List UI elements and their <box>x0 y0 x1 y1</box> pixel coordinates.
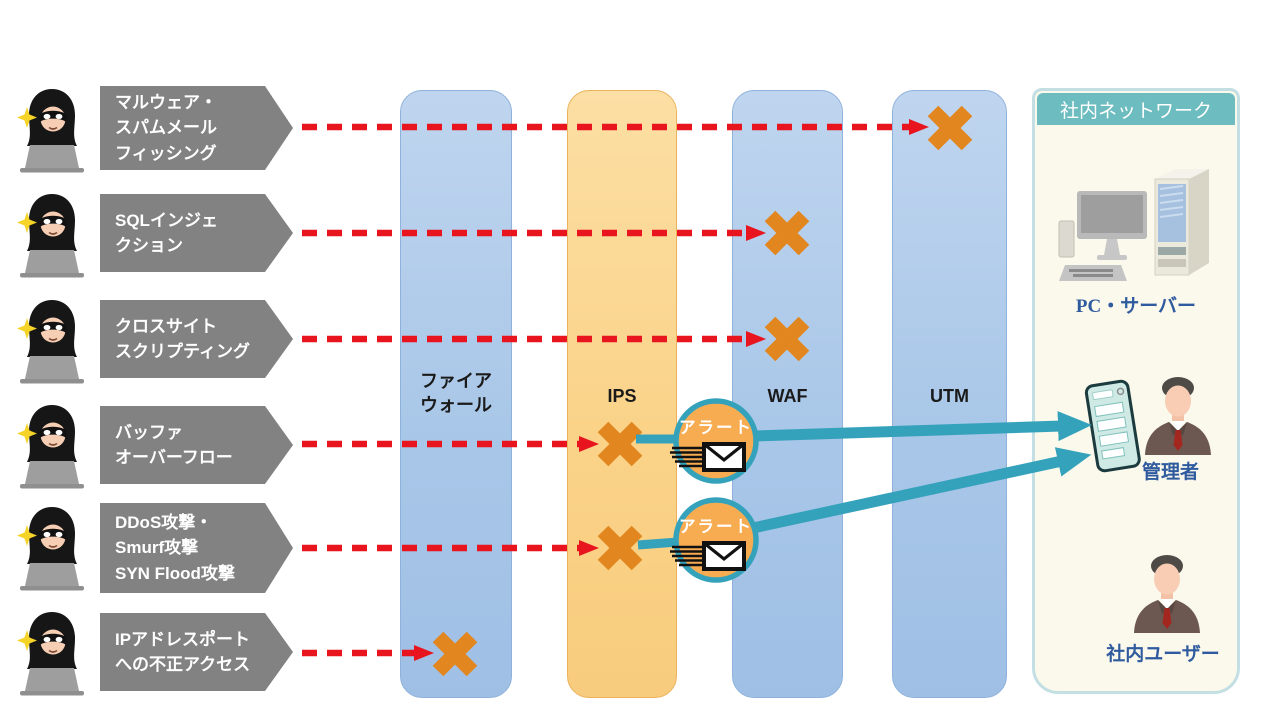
attack-label: DDoS攻撃・ Smurf攻撃 SYN Flood攻撃 <box>115 512 235 583</box>
firewall-column <box>400 90 512 698</box>
hacker-icon <box>16 611 88 697</box>
hacker-icon <box>16 88 88 174</box>
user-person-icon <box>1122 553 1212 633</box>
attack-label: SQLインジェ クション <box>115 210 218 256</box>
admin-label: 管理者 <box>1141 462 1199 483</box>
attack-chevron-ddos: DDoS攻撃・ Smurf攻撃 SYN Flood攻撃 <box>100 503 293 593</box>
pc-server-icon <box>1057 163 1217 293</box>
user-label: 社内ユーザー <box>1106 644 1220 665</box>
hacker-icon <box>16 299 88 385</box>
attack-chevron-ip-unauthorized: IPアドレスポート への不正アクセス <box>100 613 293 691</box>
hacker-icon <box>16 506 88 592</box>
hacker-icon <box>16 404 88 490</box>
firewall-label: ファイア ウォール <box>420 371 492 416</box>
attack-chevron-buffer-overflow: バッファ オーバーフロー <box>100 406 293 484</box>
attack-label: IPアドレスポート への不正アクセス <box>115 629 251 675</box>
waf-column <box>732 90 843 698</box>
attack-label: クロスサイト スクリプティング <box>115 316 250 362</box>
attack-label: マルウェア・ スパムメール フィッシング <box>115 92 217 163</box>
attack-chevron-sql-injection: SQLインジェ クション <box>100 194 293 272</box>
waf-label: WAF <box>767 386 808 406</box>
hacker-icon <box>16 193 88 279</box>
ips-column <box>567 90 677 698</box>
network-title: 社内ネットワーク <box>1037 93 1235 125</box>
attack-chevron-malware: マルウェア・ スパムメール フィッシング <box>100 86 293 170</box>
utm-label: UTM <box>930 386 969 406</box>
attack-chevron-xss: クロスサイト スクリプティング <box>100 300 293 378</box>
ips-label: IPS <box>607 386 637 406</box>
utm-column <box>892 90 1007 698</box>
admin-person-icon <box>1133 375 1223 455</box>
pc-server-label: PC・サーバー <box>1075 296 1197 317</box>
internal-network-panel: 社内ネットワーク PC・サーバー 管理者 社内ユーザー <box>1032 88 1240 694</box>
attack-label: バッファ オーバーフロー <box>115 422 233 468</box>
